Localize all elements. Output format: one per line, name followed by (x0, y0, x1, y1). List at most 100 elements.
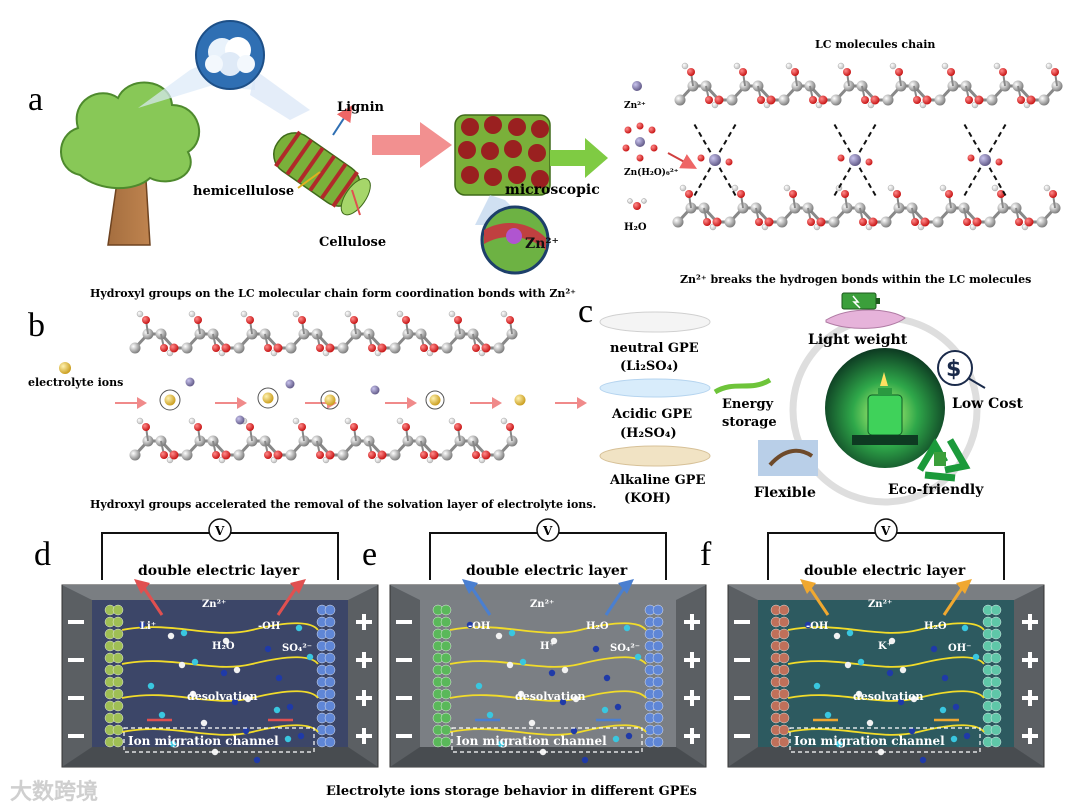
gpe-alkaline-salt: (KOH) (624, 491, 671, 506)
label-microscopic: microscopic (505, 182, 600, 198)
ion-label: -OH (468, 621, 490, 632)
lc-chain-bottom (672, 184, 1061, 231)
label-energy-line2: storage (722, 415, 777, 430)
label-flexible: Flexible (754, 485, 816, 501)
caption-a: Hydroxyl groups on the LC molecular chai… (90, 287, 576, 300)
minus-sign (396, 658, 412, 662)
fiber-bubble (195, 20, 265, 90)
arrow-pink (372, 122, 452, 168)
label-chain-title: LC molecules chain (815, 38, 935, 51)
watermark-logo: 大数跨境 (10, 780, 99, 805)
panel-letter-b: b (28, 307, 45, 344)
label-eco-friendly: Eco-friendly (888, 482, 984, 498)
b-chain-top (129, 310, 518, 357)
caption-b: Hydroxyl groups accelerated the removal … (90, 498, 596, 511)
desolvation-label: desolvation (187, 690, 258, 703)
ion-channel-box (451, 727, 643, 753)
minus-sign (734, 620, 750, 624)
zn-hydrated-icon (622, 122, 658, 162)
minus-sign (68, 696, 84, 700)
plus-sign (690, 728, 694, 744)
plus-sign (362, 614, 366, 630)
cell-title: double electric layer (138, 563, 300, 579)
arrow-energy (713, 377, 772, 395)
dollar-icon: $ (937, 350, 986, 389)
lc-chain-top (674, 62, 1063, 109)
panel-letter-d: d (34, 536, 51, 573)
minus-sign (734, 734, 750, 738)
gpe-neutral-name: neutral GPE (610, 341, 699, 356)
plus-sign (362, 652, 366, 668)
ion-label: Zn²⁺ (202, 599, 226, 610)
label-light-weight: Light weight (808, 332, 908, 348)
minus-sign (68, 658, 84, 662)
ion-label: -OH (258, 621, 280, 632)
ion-label: Li⁺ (140, 621, 156, 632)
ion-label: K⁺ (878, 641, 892, 652)
feather-icon (825, 309, 906, 329)
label-hemicellulose: hemicellulose (193, 184, 294, 199)
desolvation-label: desolvation (515, 690, 586, 703)
energy-device-icon (825, 348, 945, 468)
microscopic-stack (454, 114, 551, 196)
cellulose-bundle (273, 105, 371, 216)
label-lignin: Lignin (337, 100, 385, 115)
water-icon (627, 198, 647, 210)
voltmeter-icon (536, 518, 560, 542)
gpe-disc-alkaline (599, 445, 711, 467)
label-water: H₂O (624, 222, 647, 233)
voltmeter-label: V (542, 524, 553, 538)
ion-channel-label: Ion migration channel (456, 734, 607, 748)
minus-sign (68, 734, 84, 738)
ion-label: -OH (806, 621, 828, 632)
plus-sign (1028, 690, 1032, 706)
ion-label: H₂O (586, 621, 609, 632)
ion-label: SO₄²⁻ (282, 643, 312, 654)
plus-sign (690, 652, 694, 668)
ion-channel-label: Ion migration channel (794, 734, 945, 748)
minus-sign (68, 620, 84, 624)
tree-icon (60, 81, 201, 246)
gpe-alkaline-name: Alkaline GPE (609, 473, 705, 488)
ion-label: Zn²⁺ (868, 599, 892, 610)
electrolyte-ion-icon (59, 362, 71, 374)
bottom-caption: Electrolyte ions storage behavior in dif… (326, 784, 697, 799)
minus-sign (734, 696, 750, 700)
plus-sign (1028, 728, 1032, 744)
plus-sign (690, 690, 694, 706)
ion-label: Zn²⁺ (530, 599, 554, 610)
label-electrolyte-ions: electrolyte ions (28, 376, 123, 389)
lc-chain-zn-bonds (692, 121, 1008, 199)
gpe-acidic-salt: (H₂SO₄) (620, 426, 677, 441)
voltmeter-label: V (880, 524, 891, 538)
label-zn-ion: Zn²⁺ (624, 101, 646, 111)
label-break-caption: Zn²⁺ breaks the hydrogen bonds within th… (680, 273, 1031, 286)
b-ion-flow (115, 377, 587, 425)
panel-letter-e: e (362, 536, 377, 573)
minus-sign (396, 734, 412, 738)
ion-channel-box (123, 727, 315, 753)
ion-channel-label: Ion migration channel (128, 734, 279, 748)
minus-sign (734, 658, 750, 662)
gpe-neutral-salt: (Li₂SO₄) (620, 359, 678, 374)
plus-sign (1028, 652, 1032, 668)
arrow-green (550, 138, 608, 178)
minus-sign (396, 696, 412, 700)
flexible-photo (758, 440, 818, 476)
label-low-cost: Low Cost (952, 396, 1023, 412)
ion-label: H₂O (924, 621, 947, 632)
ion-label: OH⁻ (948, 643, 971, 654)
label-cellulose: Cellulose (319, 235, 386, 250)
plus-sign (1028, 614, 1032, 630)
b-chain-bottom (129, 417, 518, 464)
voltmeter-label: V (214, 524, 225, 538)
svg-text:$: $ (946, 357, 961, 382)
desolvation-label: desolvation (853, 690, 924, 703)
ion-label: SO₄²⁻ (610, 643, 640, 654)
panel-b: b electrolyte ions Hydroxyl groups accel… (28, 307, 596, 511)
label-zn-bubble: Zn²⁺ (525, 236, 559, 252)
